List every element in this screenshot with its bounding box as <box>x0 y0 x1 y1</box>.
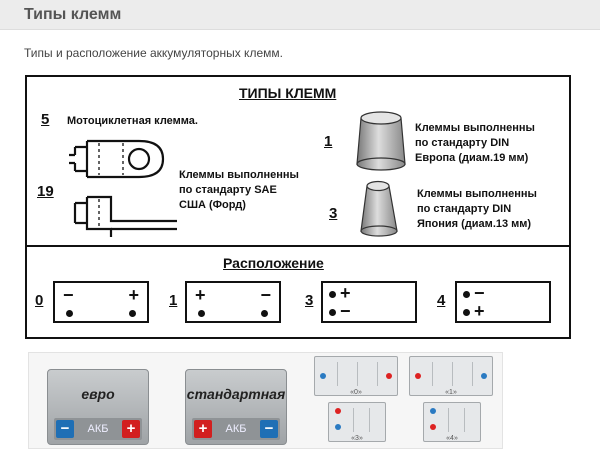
din-eu-line-2: по стандарту DIN <box>415 137 510 149</box>
sae-line-1: Клеммы выполненны <box>179 169 299 181</box>
layout-1-left-terminal <box>198 310 205 317</box>
location-title: Расположение <box>223 255 324 271</box>
minus-terminal-icon <box>335 424 341 430</box>
plus-terminal-icon <box>386 373 392 379</box>
layout-3-bottom-terminal <box>329 309 336 316</box>
akb-card-euro-label: АКБ <box>87 423 109 435</box>
minus-terminal-icon <box>320 373 326 379</box>
plus-terminal-icon: + <box>122 420 140 438</box>
scheme-title: ТИПЫ КЛЕММ <box>239 85 337 101</box>
layout-4-number: 4 <box>437 292 446 309</box>
mini-layout-3-caption: «3» <box>351 435 363 442</box>
akb-card-euro: евро − АКБ + <box>47 369 149 445</box>
layout-0-right-terminal <box>129 310 136 317</box>
akb-card-standard-name: стандартная <box>186 386 286 402</box>
sae-line-3: США (Форд) <box>179 199 246 211</box>
akb-card-standard: стандартная + АКБ − <box>185 369 287 445</box>
din-jp-description: Клеммы выполненны по стандарту DIN Япони… <box>417 187 537 232</box>
din-jp-number: 3 <box>329 205 338 222</box>
din-jp-line-3: Япония (диам.13 мм) <box>417 218 532 230</box>
minus-terminal-icon: − <box>260 420 278 438</box>
akb-card-euro-bar: − АКБ + <box>54 418 142 440</box>
din-eu-line-3: Европа (диам.19 мм) <box>415 152 529 164</box>
sae-line-2: по стандарту SAE <box>179 184 277 196</box>
sae-description: Клеммы выполненны по стандарту SAE США (… <box>179 168 299 213</box>
din-eu-number: 1 <box>324 133 333 150</box>
mini-layout-3: «3» <box>328 402 386 442</box>
sae-number: 19 <box>37 183 54 200</box>
din-eu-line-1: Клеммы выполненны <box>415 122 535 134</box>
moto-label: Мотоциклетная клемма. <box>67 115 198 127</box>
mini-layout-4: «4» <box>423 402 481 442</box>
layout-0-number: 0 <box>35 292 44 309</box>
page-header: Типы клемм <box>0 0 600 30</box>
akb-card-standard-label: АКБ <box>225 423 247 435</box>
din-eu-description: Клеммы выполненны по стандарту DIN Европ… <box>415 121 535 166</box>
scheme-divider <box>27 245 569 247</box>
layout-0-left-sign: − <box>63 285 74 305</box>
minus-terminal-icon <box>430 408 436 414</box>
layout-0-right-sign: + <box>128 285 139 305</box>
mini-layout-0: «0» <box>314 356 398 396</box>
plus-terminal-icon <box>430 424 436 430</box>
plus-terminal-icon <box>335 408 341 414</box>
plus-terminal-icon <box>415 373 421 379</box>
layout-1-battery: + − <box>185 281 281 323</box>
layout-3-battery: + − <box>321 281 417 323</box>
layout-4-top-sign: − <box>474 283 485 303</box>
akb-card-euro-name: евро <box>81 386 115 402</box>
din-eu-terminal-drawing <box>356 111 406 171</box>
din-jp-terminal-drawing <box>360 180 398 237</box>
sae-terminal-drawing <box>69 139 177 237</box>
layout-4-bottom-terminal <box>463 309 470 316</box>
terminal-scheme-figure: ТИПЫ КЛЕММ 5 Мотоциклетная клемма. 19 Кл… <box>25 75 571 339</box>
mini-layout-thumbnails: «0» «1» «3» «4» <box>314 354 498 449</box>
layout-3-bottom-sign: − <box>340 301 351 321</box>
akb-card-standard-bar: + АКБ − <box>192 418 280 440</box>
layout-4-battery: − + <box>455 281 551 323</box>
layout-4-top-terminal <box>463 291 470 298</box>
layout-0-left-terminal <box>66 310 73 317</box>
layout-3-top-terminal <box>329 291 336 298</box>
plus-terminal-icon: + <box>194 420 212 438</box>
mini-layout-1: «1» <box>409 356 493 396</box>
din-jp-line-2: по стандарту DIN <box>417 203 512 215</box>
layout-1-right-sign: − <box>260 285 271 305</box>
minus-terminal-icon: − <box>56 420 74 438</box>
mini-layout-0-caption: «0» <box>350 389 362 396</box>
intro-text: Типы и расположение аккумуляторных клемм… <box>24 46 283 60</box>
layout-1-right-terminal <box>261 310 268 317</box>
layout-1-number: 1 <box>169 292 178 309</box>
din-jp-line-1: Клеммы выполненны <box>417 188 537 200</box>
mini-layout-4-caption: «4» <box>446 435 458 442</box>
layout-1-left-sign: + <box>195 285 206 305</box>
layout-0-battery: − + <box>53 281 149 323</box>
moto-number: 5 <box>41 111 50 128</box>
page-title: Типы клемм <box>24 6 122 23</box>
mini-layout-1-caption: «1» <box>445 389 457 396</box>
layout-3-number: 3 <box>305 292 314 309</box>
layout-4-bottom-sign: + <box>474 301 485 321</box>
minus-terminal-icon <box>481 373 487 379</box>
layout-3-top-sign: + <box>340 283 351 303</box>
